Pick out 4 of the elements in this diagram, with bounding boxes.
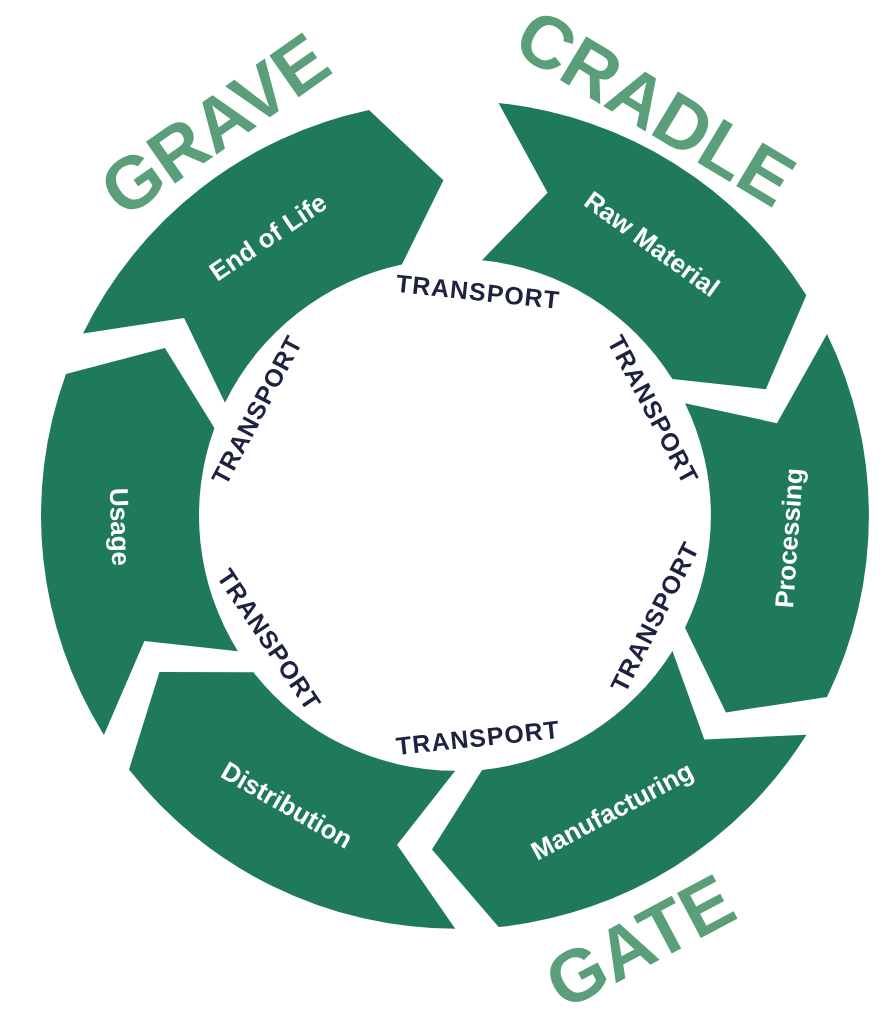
- transport-label: TRANSPORT: [395, 271, 562, 314]
- transport-label: TRANSPORT: [395, 716, 562, 759]
- stage-label: Usage: [105, 487, 135, 567]
- stage-label: Processing: [771, 467, 807, 610]
